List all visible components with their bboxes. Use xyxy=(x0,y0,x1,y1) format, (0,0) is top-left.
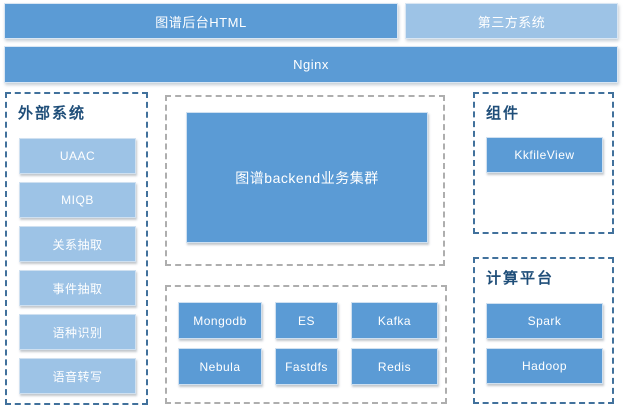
node-event-extraction: 事件抽取 xyxy=(19,270,136,306)
node-spark: Spark xyxy=(486,303,603,339)
node-hadoop: Hadoop xyxy=(486,348,603,384)
node-kkfileview: KkfileView xyxy=(486,137,603,173)
node-language-identification: 语种识别 xyxy=(19,314,136,350)
node-fastdfs: Fastdfs xyxy=(275,348,338,385)
compute-platform-section: 计算平台 Spark Hadoop xyxy=(473,257,614,404)
node-speech-transcription: 语音转写 xyxy=(19,358,136,394)
middleware-section: Mongodb ES Kafka Nebula Fastdfs Redis xyxy=(165,285,447,404)
graph-backend-html-bar: 图谱后台HTML xyxy=(4,3,398,39)
components-section: 组件 KkfileView xyxy=(473,92,614,234)
middleware-row: Mongodb ES Kafka xyxy=(178,302,438,339)
external-systems-title: 外部系统 xyxy=(18,105,87,122)
node-nebula: Nebula xyxy=(178,348,262,385)
components-title: 组件 xyxy=(486,105,521,122)
backend-cluster-section: 图谱backend业务集群 xyxy=(165,95,445,266)
node-miqb: MIQB xyxy=(19,182,136,218)
compute-platform-title: 计算平台 xyxy=(486,270,555,287)
node-redis: Redis xyxy=(351,348,438,385)
node-relation-extraction: 关系抽取 xyxy=(19,226,136,262)
compute-platform-list: Spark Hadoop xyxy=(486,303,603,384)
external-systems-list: UAAC MIQB 关系抽取 事件抽取 语种识别 语音转写 xyxy=(19,138,136,394)
node-mongodb: Mongodb xyxy=(178,302,262,339)
node-kafka: Kafka xyxy=(351,302,438,339)
external-systems-section: 外部系统 UAAC MIQB 关系抽取 事件抽取 语种识别 语音转写 xyxy=(5,92,148,405)
node-uaac: UAAC xyxy=(19,138,136,174)
nginx-bar: Nginx xyxy=(4,46,618,83)
node-backend-cluster: 图谱backend业务集群 xyxy=(186,112,428,243)
components-list: KkfileView xyxy=(486,137,603,173)
middleware-row: Nebula Fastdfs Redis xyxy=(178,348,438,385)
third-party-system-bar: 第三方系统 xyxy=(405,3,618,39)
node-es: ES xyxy=(275,302,338,339)
